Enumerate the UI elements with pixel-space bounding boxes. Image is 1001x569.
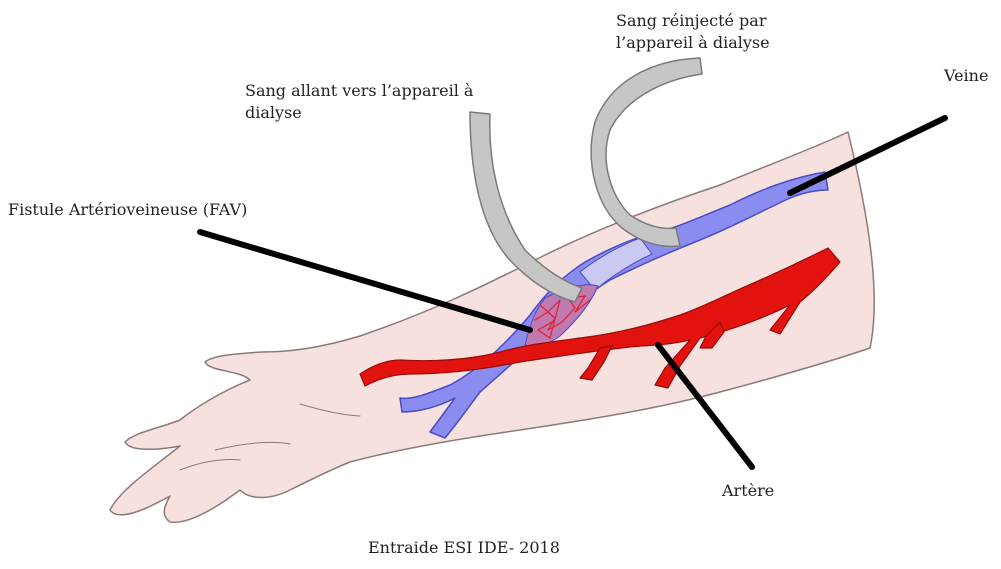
label-to-machine-line1: Sang allant vers l’appareil à <box>245 80 473 102</box>
label-vein: Veine <box>944 65 988 87</box>
label-reinjected-line1: Sang réinjecté par <box>616 10 770 32</box>
label-reinjected-line2: l’appareil à dialyse <box>616 32 770 54</box>
label-to-machine-line2: dialyse <box>245 102 473 124</box>
label-blood-to-machine: Sang allant vers l’appareil à dialyse <box>245 80 473 124</box>
pointer-fistule <box>200 232 530 330</box>
label-fistula: Fistule Artérioveineuse (FAV) <box>8 199 247 221</box>
credit-text: Entraide ESI IDE- 2018 <box>368 537 560 559</box>
label-artery: Artère <box>722 480 774 502</box>
label-reinjected-blood: Sang réinjecté par l’appareil à dialyse <box>616 10 770 54</box>
